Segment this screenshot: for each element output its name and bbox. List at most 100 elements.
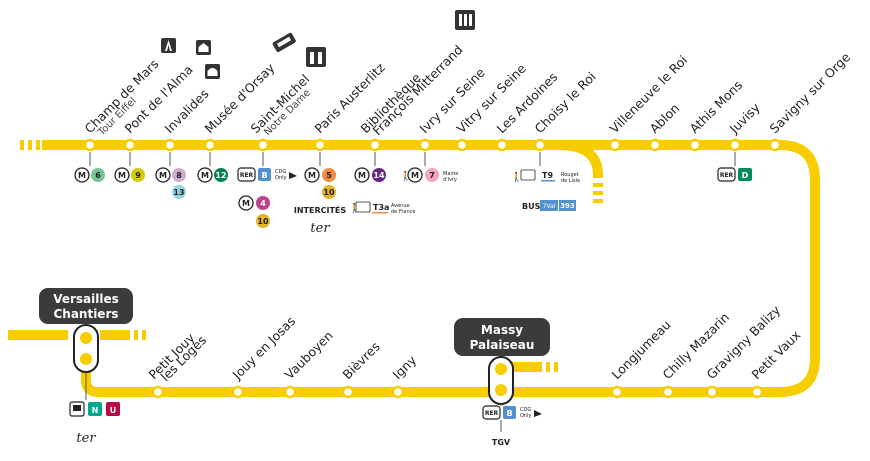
terminus-name: Chantiers: [53, 307, 118, 321]
dash: [28, 140, 32, 150]
metro-6-connection[interactable]: M 6: [74, 167, 105, 183]
ter-logo: ter: [76, 431, 96, 446]
metro-13-badge: [172, 185, 186, 199]
station-dot[interactable]: [750, 385, 764, 399]
station-dot[interactable]: [83, 138, 97, 152]
metro-icon: [155, 167, 171, 183]
line-letter: B: [261, 171, 267, 180]
station-dot[interactable]: [728, 138, 742, 152]
metro-destination: Mairie: [443, 171, 458, 177]
station-dot[interactable]: [80, 332, 92, 344]
metro-8-badge: [172, 168, 186, 182]
massy-connections[interactable]: RER B CDG Only TGV: [482, 405, 542, 447]
versailles-connections[interactable]: N U ter: [69, 401, 120, 446]
station-name[interactable]: Bièvres: [340, 339, 383, 382]
line-number: 13: [173, 188, 184, 197]
station-labels-top: Champ de Mars Tour Eiffel Pont de l'Alma…: [82, 42, 854, 139]
bus-7val-badge: [540, 200, 558, 211]
saint-michel-connections[interactable]: RER B CDG Only M 4 10: [237, 167, 297, 228]
station-name[interactable]: Ablon: [647, 100, 683, 136]
metro-icon-label: M: [201, 171, 209, 180]
station-dot[interactable]: [368, 138, 382, 152]
dash: [20, 140, 24, 150]
station-dot[interactable]: [151, 385, 165, 399]
metro-destination: d'Ivry: [443, 177, 457, 183]
station-dot[interactable]: [341, 385, 355, 399]
station-dot[interactable]: [123, 138, 137, 152]
terminus-name: Versailles: [53, 292, 119, 306]
station-dot[interactable]: [163, 138, 177, 152]
station-dot[interactable]: [495, 384, 507, 396]
station-dot[interactable]: [231, 385, 245, 399]
station-dot[interactable]: [418, 138, 432, 152]
metro-8-13-connection[interactable]: M 8 13: [155, 167, 186, 199]
station-dot[interactable]: [608, 138, 622, 152]
line-letter: U: [110, 406, 117, 415]
station-dot[interactable]: [648, 138, 662, 152]
choisy-connections[interactable]: 🚶 T9 Rouget de Lisle BUS 7Val 393: [511, 169, 580, 211]
station-dot[interactable]: [533, 138, 547, 152]
station-name[interactable]: Champ de Mars: [82, 56, 162, 136]
walk-icon: 🚶: [349, 202, 360, 214]
metro-icon: [354, 167, 370, 183]
cdg-label: CDG: [275, 169, 286, 175]
metro-14-badge: [372, 168, 386, 182]
terminus-label-bg: [39, 288, 133, 324]
cdg-label: Only: [275, 175, 286, 181]
line-number: 8: [176, 171, 182, 180]
station-dot[interactable]: [313, 138, 327, 152]
station-dot[interactable]: [768, 138, 782, 152]
dash: [546, 362, 550, 372]
rer-label: RER: [240, 172, 254, 179]
line-number: 7: [429, 171, 435, 180]
station-dot[interactable]: [283, 385, 297, 399]
tram-destination: de France: [391, 209, 415, 215]
tram-icon: [520, 169, 536, 181]
station-dot[interactable]: [256, 138, 270, 152]
line-number: 10: [257, 217, 269, 226]
station-name[interactable]: Igny: [390, 352, 420, 382]
line-number: 6: [95, 171, 101, 180]
terminus-versailles[interactable]: Versailles Chantiers: [39, 288, 133, 324]
metro-icon: [74, 167, 90, 183]
tram-destination: Avenue: [391, 203, 410, 209]
station-dot[interactable]: [391, 385, 405, 399]
station-name[interactable]: Vauboyen: [282, 328, 336, 382]
austerlitz-connections[interactable]: M 5 10 INTERCITÉS ter: [294, 167, 347, 236]
ivry-connections[interactable]: 🚶 M 7 Mairie d'Ivry: [400, 167, 458, 183]
station-dot[interactable]: [705, 385, 719, 399]
station-dot[interactable]: [455, 138, 469, 152]
line-number: 10: [323, 188, 335, 197]
tram-t9-label: T9: [542, 171, 553, 180]
station-dot[interactable]: [688, 138, 702, 152]
line-number: 5: [326, 171, 332, 180]
metro-12-connection[interactable]: M 12: [197, 167, 228, 183]
station-dot[interactable]: [80, 353, 92, 365]
tgv-label: TGV: [492, 438, 511, 447]
intercites-label: INTERCITÉS: [294, 204, 347, 215]
station-dot[interactable]: [203, 138, 217, 152]
eiffel-tower-icon: [161, 38, 176, 53]
station-name[interactable]: Gravigny Balizy: [704, 302, 784, 382]
connector-ticks: [85, 152, 736, 406]
station-dots-bottom: [151, 385, 764, 399]
dash: [593, 183, 603, 187]
station-dot[interactable]: [495, 138, 509, 152]
station-dot[interactable]: [495, 363, 507, 375]
track-branch: [557, 140, 603, 178]
metro-12-badge: [214, 168, 228, 182]
line-letter: D: [742, 171, 749, 180]
juvisy-connections[interactable]: RER D: [717, 167, 752, 182]
bibliotheque-connections[interactable]: M 14 🚶 T3a Avenue de France: [349, 167, 415, 215]
station-dot[interactable]: [661, 385, 675, 399]
station-name[interactable]: Savigny sur Orge: [767, 49, 854, 136]
station-name[interactable]: Juvisy: [726, 99, 763, 136]
cdg-label: CDG: [520, 407, 531, 413]
station-dot[interactable]: [610, 385, 624, 399]
dash: [134, 330, 138, 340]
terminus-massy[interactable]: Massy Palaiseau: [454, 318, 550, 356]
versailles-spur: [100, 330, 130, 340]
massy-spur: [512, 362, 542, 372]
rer-icon: [717, 167, 736, 182]
metro-9-connection[interactable]: M 9: [114, 167, 145, 183]
